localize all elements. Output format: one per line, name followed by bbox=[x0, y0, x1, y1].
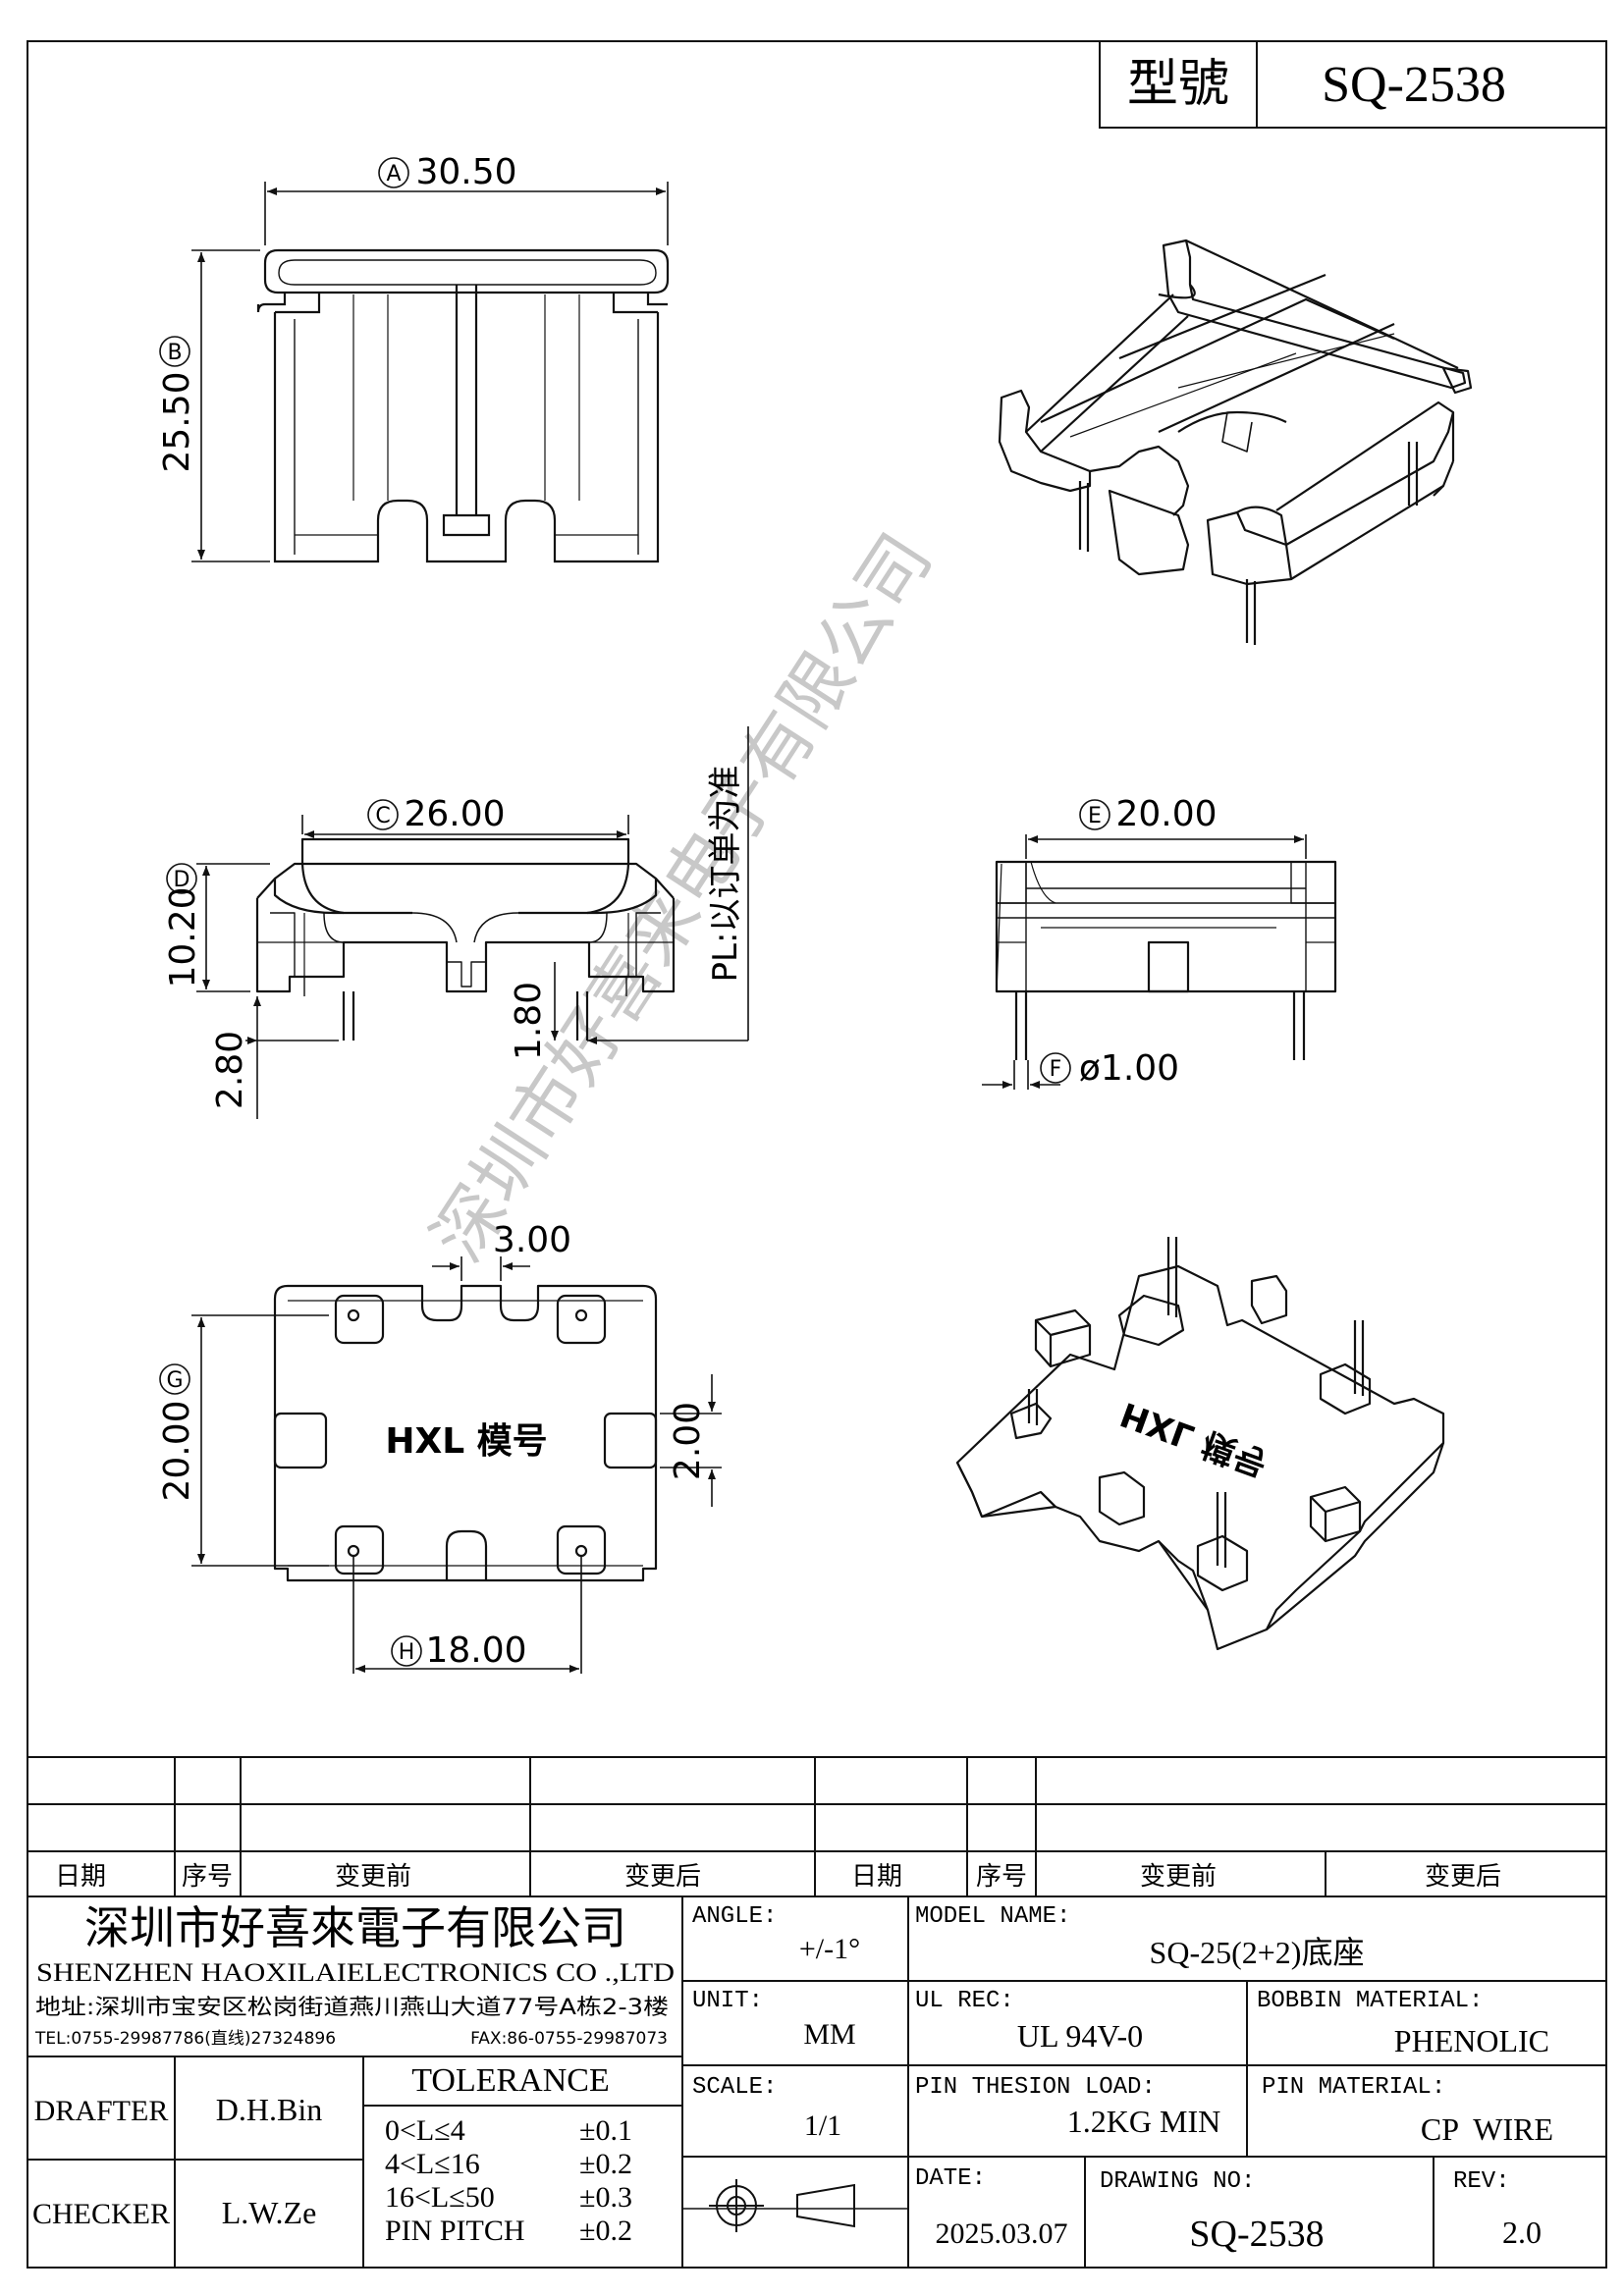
title-block-grid bbox=[27, 1896, 1606, 2268]
pin-load-value: 1.2KG MIN bbox=[1067, 2104, 1220, 2139]
revision-table bbox=[27, 1756, 1606, 1897]
tolerance-range-3: 16<L≤50 bbox=[385, 2181, 495, 2214]
projection-symbol-icon bbox=[709, 2179, 855, 2232]
rev-header-after-2: 变更后 bbox=[1425, 1862, 1501, 1892]
company-name-en: SHENZHEN HAOXILAIELECTRONICS CO .,LTD bbox=[36, 1958, 675, 1987]
dim-g-value: 20.00 bbox=[157, 1400, 197, 1501]
unit-value: MM bbox=[803, 2018, 855, 2051]
checker-label: CHECKER bbox=[32, 2198, 170, 2230]
unit-label: UNIT: bbox=[692, 1988, 763, 2014]
dim-a-value: 30.50 bbox=[415, 152, 516, 192]
dim-f bbox=[982, 1052, 1071, 1090]
tolerance-value-4: ±0.2 bbox=[579, 2215, 632, 2247]
dim-g-letter: G bbox=[166, 1368, 183, 1393]
top-view bbox=[256, 248, 670, 563]
drawing-no-label: DRAWING NO: bbox=[1100, 2168, 1255, 2195]
pin-material-value: CP WIRE bbox=[1421, 2111, 1553, 2147]
rev-header-date-1: 日期 bbox=[55, 1862, 106, 1892]
dim-1-80-value: 1.80 bbox=[509, 982, 549, 1060]
mold-mark: HXL 模号 bbox=[385, 1421, 547, 1462]
dim-2-00 bbox=[660, 1374, 722, 1507]
ul-label: UL REC: bbox=[915, 1988, 1014, 2014]
tolerance-range-2: 4<L≤16 bbox=[385, 2148, 480, 2180]
dim-f-letter: F bbox=[1050, 1057, 1062, 1082]
company-name-cn: 深圳市好喜來電子有限公司 bbox=[84, 1901, 626, 1954]
isometric-top-view bbox=[998, 239, 1473, 645]
rev-header-before-2: 变更前 bbox=[1140, 1862, 1217, 1892]
dim-e bbox=[1025, 799, 1307, 859]
drawing-no-value: SQ-2538 bbox=[1189, 2214, 1324, 2255]
rev-header-after-1: 变更后 bbox=[624, 1862, 701, 1892]
pl-note: PL:以订单为准 bbox=[706, 766, 745, 983]
company-address: 地址:深圳市宝安区松岗街道燕川燕山大道77号A栋2-3楼 bbox=[35, 1996, 669, 2020]
date-label: DATE: bbox=[915, 2165, 986, 2192]
tolerance-value-3: ±0.3 bbox=[579, 2181, 632, 2214]
dim-2-80 bbox=[245, 996, 339, 1119]
dim-3-00 bbox=[432, 1256, 530, 1281]
model-header-label: 型號 bbox=[1127, 55, 1229, 114]
rev-header-date-2: 日期 bbox=[851, 1862, 902, 1892]
sheet-border bbox=[27, 40, 1607, 2269]
model-header-value: SQ-2538 bbox=[1322, 57, 1506, 113]
tolerance-value-2: ±0.2 bbox=[579, 2148, 632, 2180]
dim-2-80-value: 2.80 bbox=[210, 1031, 250, 1109]
model-name-value: SQ-25(2+2)底座 bbox=[1150, 1935, 1365, 1970]
dim-c-value: 26.00 bbox=[404, 794, 505, 834]
dim-f-value: ø1.00 bbox=[1079, 1048, 1179, 1089]
dim-d bbox=[166, 863, 270, 992]
dim-h-letter: H bbox=[399, 1640, 415, 1665]
dim-c bbox=[301, 799, 629, 838]
rev-header-before-1: 变更前 bbox=[335, 1862, 411, 1892]
dim-d-letter: D bbox=[174, 868, 190, 892]
checker-value: L.W.Ze bbox=[222, 2195, 317, 2230]
dim-2-00-value: 2.00 bbox=[668, 1402, 708, 1480]
tolerance-range-4: PIN PITCH bbox=[385, 2215, 525, 2247]
angle-label: ANGLE: bbox=[692, 1903, 777, 1930]
dim-3-00-value: 3.00 bbox=[493, 1220, 571, 1260]
dim-e-letter: E bbox=[1088, 804, 1102, 828]
model-name-label: MODEL NAME: bbox=[915, 1903, 1070, 1930]
tolerance-value-1: ±0.1 bbox=[579, 2114, 632, 2147]
dim-b bbox=[159, 249, 270, 562]
dim-a bbox=[264, 157, 669, 245]
scale-value: 1/1 bbox=[804, 2109, 841, 2142]
drafter-value: D.H.Bin bbox=[216, 2092, 322, 2127]
company-fax: FAX:86-0755-29987073 bbox=[470, 2029, 668, 2049]
rev-header-seq-2: 序号 bbox=[976, 1862, 1027, 1892]
side-view bbox=[995, 860, 1337, 1060]
bobbin-material-label: BOBBIN MATERIAL: bbox=[1257, 1988, 1483, 2014]
watermark: 深圳市好喜来电子有限公司 bbox=[416, 519, 947, 1275]
tolerance-range-1: 0<L≤4 bbox=[385, 2114, 465, 2147]
drafter-label: DRAFTER bbox=[34, 2095, 169, 2127]
rev-header-seq-1: 序号 bbox=[182, 1862, 233, 1892]
dim-c-letter: C bbox=[375, 804, 390, 828]
angle-value: +/-1° bbox=[799, 1933, 860, 1965]
ul-value: UL 94V-0 bbox=[1017, 2018, 1143, 2054]
dim-e-value: 20.00 bbox=[1115, 794, 1217, 834]
dim-g bbox=[159, 1314, 329, 1567]
rev-value: 2.0 bbox=[1502, 2215, 1542, 2250]
bottom-view bbox=[273, 1284, 658, 1582]
model-header: 型號 SQ-2538 bbox=[1099, 40, 1607, 129]
rev-label: REV: bbox=[1453, 2168, 1510, 2195]
dim-h-value: 18.00 bbox=[425, 1630, 526, 1671]
bobbin-material-value: PHENOLIC bbox=[1394, 2023, 1549, 2058]
pin-load-label: PIN THESION LOAD: bbox=[915, 2074, 1156, 2101]
pin-material-label: PIN MATERIAL: bbox=[1262, 2074, 1445, 2101]
dim-h bbox=[352, 1556, 582, 1674]
company-tel: TEL:0755-29987786(直线)27324896 bbox=[34, 2029, 336, 2049]
date-value: 2025.03.07 bbox=[936, 2217, 1068, 2250]
dim-d-value: 10.20 bbox=[163, 886, 203, 988]
scale-label: SCALE: bbox=[692, 2074, 777, 2101]
tolerance-title: TOLERANCE bbox=[411, 2062, 609, 2099]
mold-mark-mirrored: HXL 模号 bbox=[1115, 1394, 1272, 1483]
front-view bbox=[255, 837, 676, 1041]
dim-a-letter: A bbox=[386, 162, 401, 187]
pl-note-leader bbox=[587, 726, 749, 1044]
isometric-bottom-view bbox=[955, 1237, 1445, 1651]
dim-b-value: 25.50 bbox=[157, 371, 197, 472]
dim-b-letter: B bbox=[167, 341, 182, 365]
